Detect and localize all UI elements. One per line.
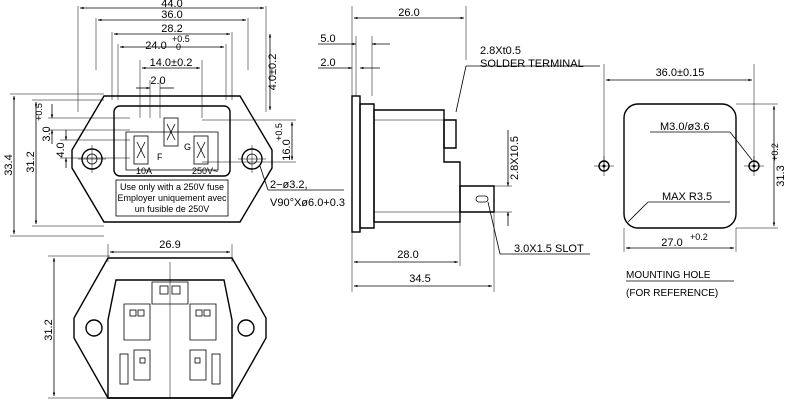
rear-body	[107, 279, 233, 399]
hole-label: 2−ø3.2,	[270, 179, 308, 191]
inlet-body	[113, 105, 231, 177]
dim-33: 33.4	[3, 154, 15, 175]
dim-44: 44.0	[161, 0, 182, 10]
pins	[133, 117, 209, 165]
dim-27: 27.0	[661, 237, 682, 249]
fuse-mark: F	[157, 152, 163, 162]
solder-terminal	[443, 119, 457, 149]
flange-outline	[71, 95, 273, 223]
slot-label: 3.0X1.5 SLOT	[514, 243, 584, 255]
side-view: 26.0 5.0 2.0 2.8Xt0.5 SOLDER TERMINAL 3.…	[318, 6, 600, 292]
fuse-text-3: un fusible de 250V	[135, 204, 210, 214]
ground-mark: G	[184, 142, 191, 152]
rating-current: 10A	[136, 166, 152, 176]
front-top-dimensions: 44.0 36.0 28.2 24.0 +0.5 0 14.0±0.2 2.0	[77, 0, 267, 118]
rating-voltage: 250V~	[192, 166, 218, 176]
side-flange	[351, 95, 361, 233]
front-left-dimensions: 33.4 31.2 3.0 +0.5 4.0	[3, 93, 130, 237]
dim-28: 28.2	[161, 23, 182, 35]
csk-label: V90°Xø6.0+0.3	[270, 197, 345, 209]
dim-24-tol: +0.5	[172, 34, 190, 44]
side-body	[373, 109, 461, 223]
terminal-label-1: 2.8Xt0.5	[480, 45, 521, 57]
dim-24-tol2: 0	[176, 42, 181, 52]
dim-31-2-rear: 31.2	[43, 319, 55, 340]
dim-36-mount: 36.0±0.15	[656, 67, 705, 79]
dim-16-tol: +0.5	[274, 123, 284, 141]
radius-label: MAX R3.5	[662, 191, 712, 203]
dim-31-3-tol: +0.2	[770, 143, 780, 161]
socket-cavity	[125, 131, 219, 171]
dim-3: 3.0	[41, 126, 53, 141]
fuse-text-1: Use only with a 250V fuse	[120, 182, 224, 192]
front-right-dimensions: 4.0±0.2 16.0 +0.5	[202, 33, 296, 163]
dim-28-side: 28.0	[397, 249, 418, 261]
side-collar	[359, 103, 375, 229]
fuse-warning-box	[115, 179, 229, 217]
rear-view: 26.9 31.2	[43, 239, 267, 399]
mounting-hole-view: 36.0±0.15 M3.0/ø3.6 MAX R3.5 31.3 +0.2 2…	[594, 64, 787, 299]
dim-36: 36.0	[161, 9, 182, 21]
front-view: 44.0 36.0 28.2 24.0 +0.5 0 14.0±0.2 2.0	[3, 0, 345, 237]
mounting-hole-right	[238, 145, 266, 173]
dim-2-side: 2.0	[320, 57, 335, 69]
dim-27-tol: +0.2	[690, 232, 708, 242]
dim-5-side: 5.0	[320, 33, 335, 45]
fuse-text-2: Employer uniquement avec	[117, 193, 227, 203]
screw-label: M3.0/ø3.6	[660, 121, 710, 133]
dim-2-8-side: 2.8X10.5	[509, 136, 521, 180]
dim-4: 4.0	[55, 142, 67, 157]
cutout-outline	[623, 103, 737, 229]
rear-hole-left	[85, 319, 103, 337]
dim-24: 24.0	[145, 40, 166, 52]
dim-31-3: 31.3	[775, 165, 787, 186]
rear-terminals	[119, 262, 221, 398]
slot	[475, 195, 489, 203]
terminal-label-2: SOLDER TERMINAL	[480, 58, 584, 70]
dim-4-right: 4.0±0.2	[267, 54, 279, 91]
dim-34-5: 34.5	[409, 273, 430, 285]
dim-3-tol: +0.5	[34, 103, 44, 121]
dim-2: 2.0	[150, 75, 165, 87]
caption-1: MOUNTING HOLE	[626, 270, 711, 281]
dim-31: 31.2	[25, 151, 37, 172]
rear-hole-right	[237, 319, 255, 337]
dim-26-side: 26.0	[398, 7, 419, 19]
dim-16: 16.0	[281, 139, 293, 160]
dim-14: 14.0±0.2	[150, 57, 193, 69]
mounting-hole-left	[78, 145, 106, 173]
slot-terminal	[459, 185, 495, 213]
dim-26-9: 26.9	[159, 239, 180, 251]
caption-2: (FOR REFERENCE)	[626, 288, 718, 299]
